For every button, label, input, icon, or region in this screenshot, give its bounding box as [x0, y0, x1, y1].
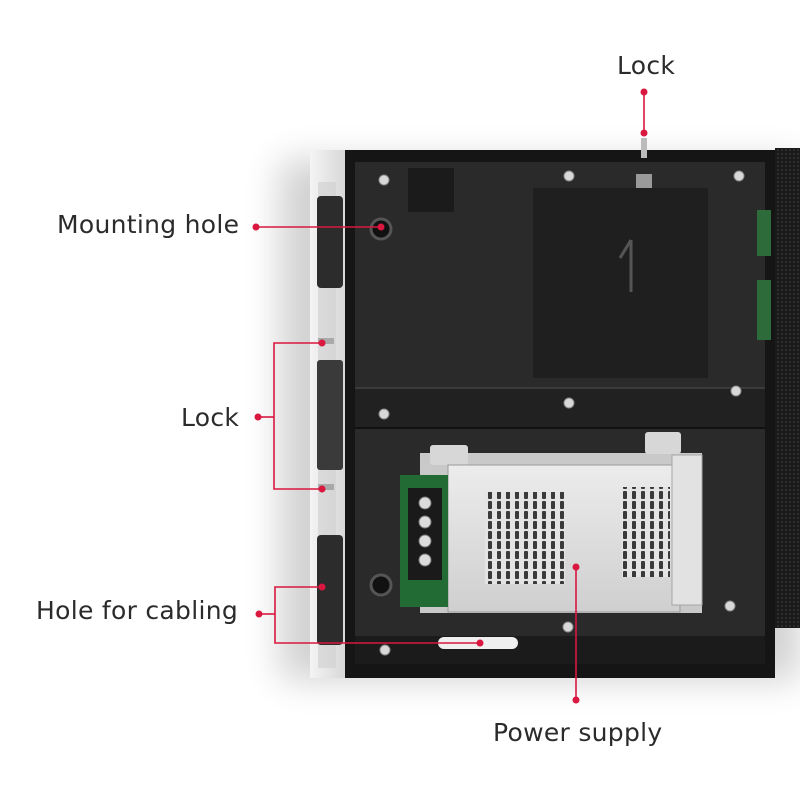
lock-pin-side-lower — [318, 484, 334, 490]
leader-lock-side-bracket — [273, 342, 322, 490]
psu-terminal-screws — [418, 496, 432, 567]
callout-power-supply: Power supply — [493, 718, 663, 747]
horizontal-rail — [355, 388, 765, 428]
hub-board-cover — [533, 188, 708, 378]
screw-heads — [378, 170, 745, 656]
side-recess-top — [317, 196, 343, 288]
side-recess-bottom — [317, 535, 343, 645]
pcb-peek-middle — [757, 280, 771, 340]
corner-bracket — [408, 168, 454, 212]
bottom-frame — [355, 636, 765, 664]
psu-end-cap — [671, 454, 703, 606]
callout-lock-top: Lock — [617, 51, 676, 80]
callout-mounting-hole: Mounting hole — [57, 210, 240, 239]
leader-lines — [256, 92, 645, 700]
leader-cabling-bracket — [274, 586, 480, 644]
led-module-edge — [775, 148, 800, 628]
mounting-hole-bottom — [369, 573, 393, 597]
leader-dots — [252, 88, 648, 704]
psu-mount-tab-left — [430, 445, 468, 465]
psu-mount-tab-right — [645, 432, 681, 454]
lock-pin-top — [641, 138, 647, 158]
cover-engraving-stroke — [618, 239, 633, 259]
callout-lock-side: Lock — [181, 403, 240, 432]
pcb-peek-top — [757, 210, 771, 256]
lock-pin-side-upper — [318, 338, 334, 344]
lock-pin-top-base — [636, 174, 652, 188]
callout-hole-for-cabling: Hole for cabling — [36, 596, 239, 625]
side-recess-middle — [317, 360, 343, 470]
psu-vent-left — [485, 492, 565, 584]
psu-vent-right — [622, 487, 670, 577]
